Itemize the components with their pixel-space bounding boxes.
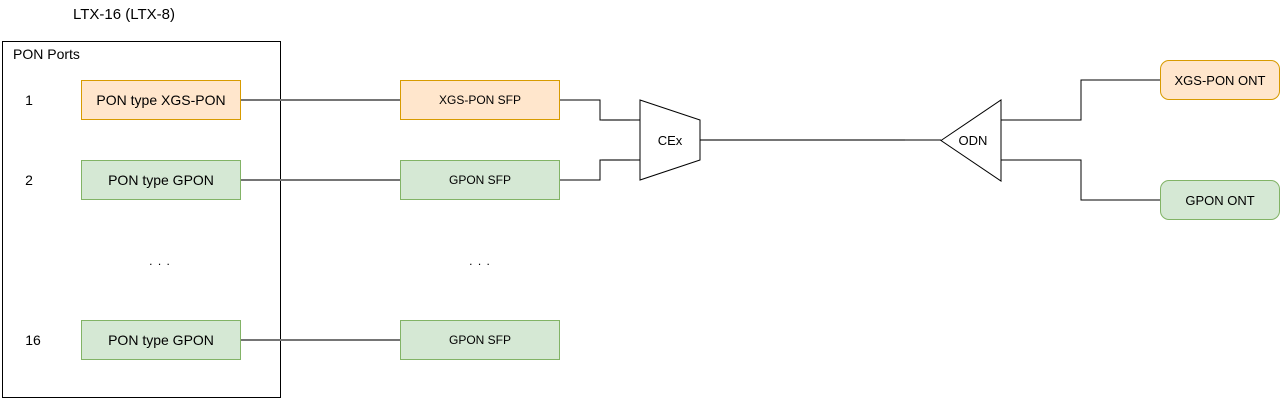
- sfps-ellipsis: . . .: [469, 254, 491, 268]
- port-number-16: 16: [25, 332, 41, 348]
- port-number-1: 1: [25, 92, 33, 108]
- pon-port-box-1: PON type XGS-PON: [81, 80, 241, 120]
- diagram-title: LTX-16 (LTX-8): [73, 6, 175, 23]
- pon-port-box-16: PON type GPON: [81, 320, 241, 360]
- pon-port-box-2: PON type GPON: [81, 160, 241, 200]
- port-number-2: 2: [25, 172, 33, 188]
- connector-odn-xgspon-ont: [1001, 79, 1160, 121]
- odn-label: ODN: [958, 133, 988, 148]
- cex-label: CEx: [657, 133, 683, 148]
- ports-ellipsis: . . .: [149, 254, 171, 268]
- pon-ports-label: PON Ports: [13, 46, 80, 62]
- sfp-box-xgspon: XGS-PON SFP: [400, 80, 560, 120]
- sfp-box-gpon: GPON SFP: [400, 160, 560, 200]
- connector-sfp2-cex: [560, 159, 640, 181]
- connector-odn-gpon-ont: [1001, 159, 1160, 201]
- ont-box-xgspon: XGS-PON ONT: [1160, 60, 1280, 100]
- sfp-box-gpon-16: GPON SFP: [400, 320, 560, 360]
- connector-sfp1-cex: [560, 99, 640, 121]
- pon-ports-panel: [2, 41, 281, 398]
- ont-box-gpon: GPON ONT: [1160, 180, 1280, 220]
